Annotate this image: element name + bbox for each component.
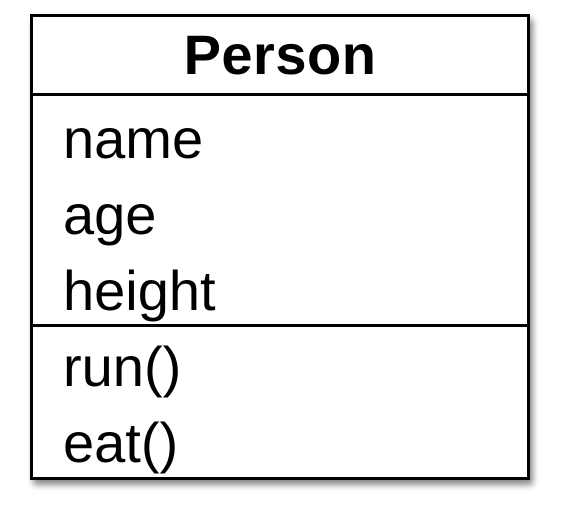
class-name-section: Person bbox=[33, 17, 527, 96]
method-eat: eat() bbox=[63, 411, 179, 474]
method-run: run() bbox=[63, 335, 182, 398]
uml-class-box: Person name age height run() eat() bbox=[30, 14, 530, 480]
attribute-age: age bbox=[63, 183, 157, 246]
attribute-name: name bbox=[63, 107, 204, 170]
attribute-height: height bbox=[63, 259, 216, 322]
attributes-section: name age height bbox=[33, 96, 527, 327]
methods-section: run() eat() bbox=[33, 327, 527, 481]
class-name: Person bbox=[183, 23, 377, 86]
